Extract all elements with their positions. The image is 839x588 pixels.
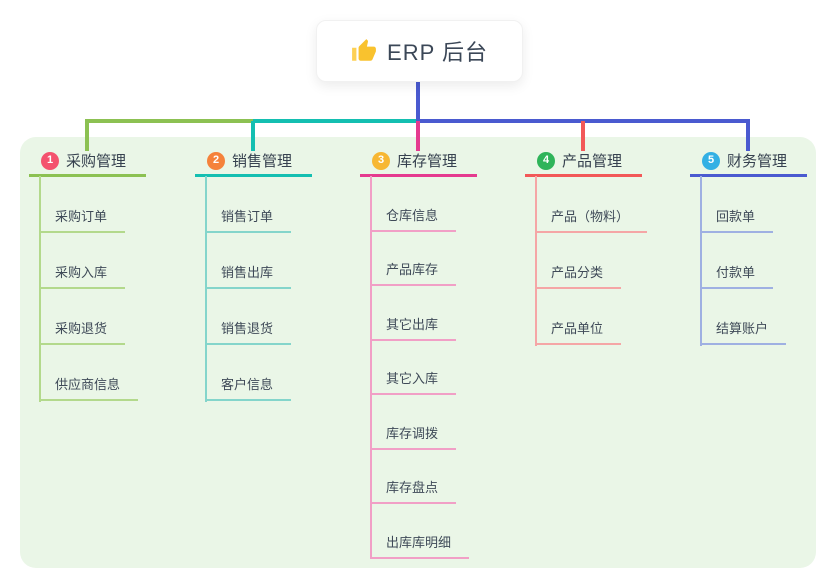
child-node-label: 采购退货 <box>39 318 126 345</box>
child-node-label: 产品分类 <box>535 262 622 289</box>
branch-node-purchase[interactable]: 1 采购管理 <box>29 147 146 177</box>
child-node[interactable]: 其它入库 <box>370 341 457 395</box>
connector-segment-sales <box>253 119 416 123</box>
child-node-label: 销售订单 <box>205 206 292 233</box>
child-node[interactable]: 销售退货 <box>205 289 292 345</box>
branch-node-inventory[interactable]: 3 库存管理 <box>360 147 477 177</box>
branch-children-purchase: 采购订单 采购入库 采购退货 供应商信息 <box>39 177 139 401</box>
child-node[interactable]: 销售出库 <box>205 233 292 289</box>
branch-child-connector <box>205 176 207 402</box>
child-node[interactable]: 供应商信息 <box>39 345 139 401</box>
branch-children-inventory: 仓库信息 产品库存 其它出库 其它入库 库存调拨 库存盘点 出库库明细 <box>370 177 470 559</box>
child-node-label: 库存盘点 <box>370 477 457 504</box>
child-node[interactable]: 销售订单 <box>205 177 292 233</box>
branch-node-product[interactable]: 4 产品管理 <box>525 147 642 177</box>
child-node-label: 销售出库 <box>205 262 292 289</box>
child-node-label: 其它出库 <box>370 314 457 341</box>
child-node-label: 结算账户 <box>700 318 787 345</box>
branch-child-connector <box>370 176 372 559</box>
branch-child-connector <box>700 176 702 346</box>
branch-node-sales[interactable]: 2 销售管理 <box>195 147 312 177</box>
drop-connector-purchase <box>85 121 89 151</box>
child-node[interactable]: 产品库存 <box>370 232 457 286</box>
child-node[interactable]: 其它出库 <box>370 286 457 341</box>
branch-children-product: 产品（物料） 产品分类 产品单位 <box>535 177 648 345</box>
root-stem-connector <box>416 82 420 123</box>
child-node-label: 采购入库 <box>39 262 126 289</box>
child-node[interactable]: 付款单 <box>700 233 774 289</box>
child-node-label: 产品单位 <box>535 318 622 345</box>
root-node[interactable]: ERP 后台 <box>316 20 523 82</box>
branch-node-finance[interactable]: 5 财务管理 <box>690 147 807 177</box>
child-node[interactable]: 产品（物料） <box>535 177 648 233</box>
child-node-label: 供应商信息 <box>39 374 139 401</box>
child-node-label: 付款单 <box>700 262 774 289</box>
branch-child-connector <box>39 176 41 402</box>
branch-node-label: 财务管理 <box>727 153 788 170</box>
branches-panel <box>20 137 816 568</box>
branch-index-badge: 5 <box>702 151 720 170</box>
drop-connector-sales <box>251 121 255 151</box>
branch-index-badge: 4 <box>537 151 555 170</box>
drop-connector-product <box>581 121 585 151</box>
branch-node-label: 库存管理 <box>397 153 458 170</box>
branch-node-label: 产品管理 <box>562 153 623 170</box>
branch-node-label: 采购管理 <box>66 153 127 170</box>
child-node[interactable]: 库存调拨 <box>370 395 457 450</box>
child-node[interactable]: 客户信息 <box>205 345 292 401</box>
branch-children-sales: 销售订单 销售出库 销售退货 客户信息 <box>205 177 292 401</box>
drop-connector-inventory <box>416 121 420 151</box>
root-node-label: ERP 后台 <box>387 40 488 65</box>
branch-child-connector <box>535 176 537 346</box>
child-node[interactable]: 库存盘点 <box>370 450 457 504</box>
child-node[interactable]: 采购退货 <box>39 289 126 345</box>
branch-children-finance: 回款单 付款单 结算账户 <box>700 177 787 345</box>
thumbs-up-icon <box>351 38 377 64</box>
child-node[interactable]: 仓库信息 <box>370 177 457 232</box>
branch-node-label: 销售管理 <box>232 153 293 170</box>
child-node[interactable]: 产品单位 <box>535 289 622 345</box>
child-node-label: 产品（物料） <box>535 206 648 233</box>
child-node-label: 销售退货 <box>205 318 292 345</box>
child-node[interactable]: 结算账户 <box>700 289 787 345</box>
child-node-label: 出库库明细 <box>370 532 470 559</box>
child-node-label: 库存调拨 <box>370 423 457 450</box>
child-node[interactable]: 采购入库 <box>39 233 126 289</box>
connector-segment-purchase <box>85 119 253 123</box>
child-node-label: 仓库信息 <box>370 205 457 232</box>
child-node-label: 产品库存 <box>370 259 457 286</box>
branch-index-badge: 1 <box>41 151 59 170</box>
child-node-label: 其它入库 <box>370 368 457 395</box>
child-node[interactable]: 回款单 <box>700 177 774 233</box>
child-node-label: 客户信息 <box>205 374 292 401</box>
drop-connector-finance <box>746 121 750 151</box>
branch-index-badge: 3 <box>372 151 390 170</box>
child-node[interactable]: 采购订单 <box>39 177 126 233</box>
child-node[interactable]: 产品分类 <box>535 233 622 289</box>
child-node-label: 采购订单 <box>39 206 126 233</box>
child-node[interactable]: 出库库明细 <box>370 504 470 559</box>
child-node-label: 回款单 <box>700 206 774 233</box>
branch-index-badge: 2 <box>207 151 225 170</box>
